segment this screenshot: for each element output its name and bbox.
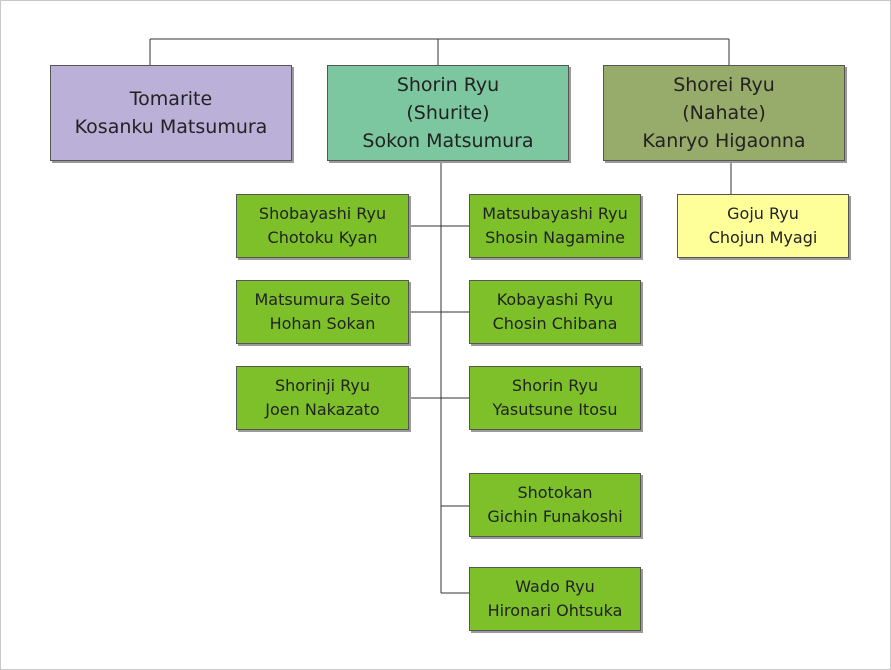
shobayashi-master: Chotoku Kyan: [267, 228, 378, 247]
shobayashi-box: Shobayashi Ryu Chotoku Kyan: [236, 194, 409, 258]
shorinji-title: Shorinji Ryu: [274, 376, 371, 395]
goju-master: Chojun Myagi: [708, 228, 818, 247]
goju-title: Goju Ryu: [727, 204, 799, 223]
shorin-itosu-box: Shorin Ryu Yasutsune Itosu: [469, 366, 641, 430]
goju-box: Goju Ryu Chojun Myagi: [677, 194, 849, 258]
shorin-subtitle: (Shurite): [406, 102, 490, 124]
kobayashi-box: Kobayashi Ryu Chosin Chibana: [469, 280, 641, 344]
tomarite-master: Kosanku Matsumura: [74, 116, 268, 138]
tomarite-box: Tomarite Kosanku Matsumura: [50, 65, 292, 161]
shorin-master: Sokon Matsumura: [362, 130, 534, 152]
matsumura-seito-title: Matsumura Seito: [254, 290, 391, 309]
wado-master: Hironari Ohtsuka: [487, 601, 623, 620]
matsubayashi-master: Shosin Nagamine: [485, 228, 625, 247]
shorei-box: Shorei Ryu (Nahate) Kanryo Higaonna: [603, 65, 845, 161]
shorinji-master: Joen Nakazato: [265, 400, 380, 419]
shorei-master: Kanryo Higaonna: [642, 130, 806, 152]
matsumura-seito-box: Matsumura Seito Hohan Sokan: [236, 280, 409, 344]
matsumura-seito-master: Hohan Sokan: [269, 314, 376, 333]
shobayashi-title: Shobayashi Ryu: [258, 204, 387, 223]
matsubayashi-title: Matsubayashi Ryu: [482, 204, 628, 223]
wado-title: Wado Ryu: [515, 577, 595, 596]
shotokan-box: Shotokan Gichin Funakoshi: [469, 473, 641, 537]
shorin-itosu-title: Shorin Ryu: [511, 376, 599, 395]
shotokan-master: Gichin Funakoshi: [487, 507, 623, 526]
tomarite-title: Tomarite: [129, 88, 213, 110]
kobayashi-title: Kobayashi Ryu: [496, 290, 614, 309]
matsubayashi-box: Matsubayashi Ryu Shosin Nagamine: [469, 194, 641, 258]
shorin-itosu-master: Yasutsune Itosu: [492, 400, 618, 419]
kobayashi-master: Chosin Chibana: [492, 314, 618, 333]
shotokan-title: Shotokan: [517, 483, 593, 502]
wado-box: Wado Ryu Hironari Ohtsuka: [469, 567, 641, 631]
shorinji-box: Shorinji Ryu Joen Nakazato: [236, 366, 409, 430]
shorin-title: Shorin Ryu: [396, 74, 500, 96]
shorei-title: Shorei Ryu: [673, 74, 775, 96]
shorei-subtitle: (Nahate): [682, 102, 766, 124]
shorin-box: Shorin Ryu (Shurite) Sokon Matsumura: [327, 65, 569, 161]
